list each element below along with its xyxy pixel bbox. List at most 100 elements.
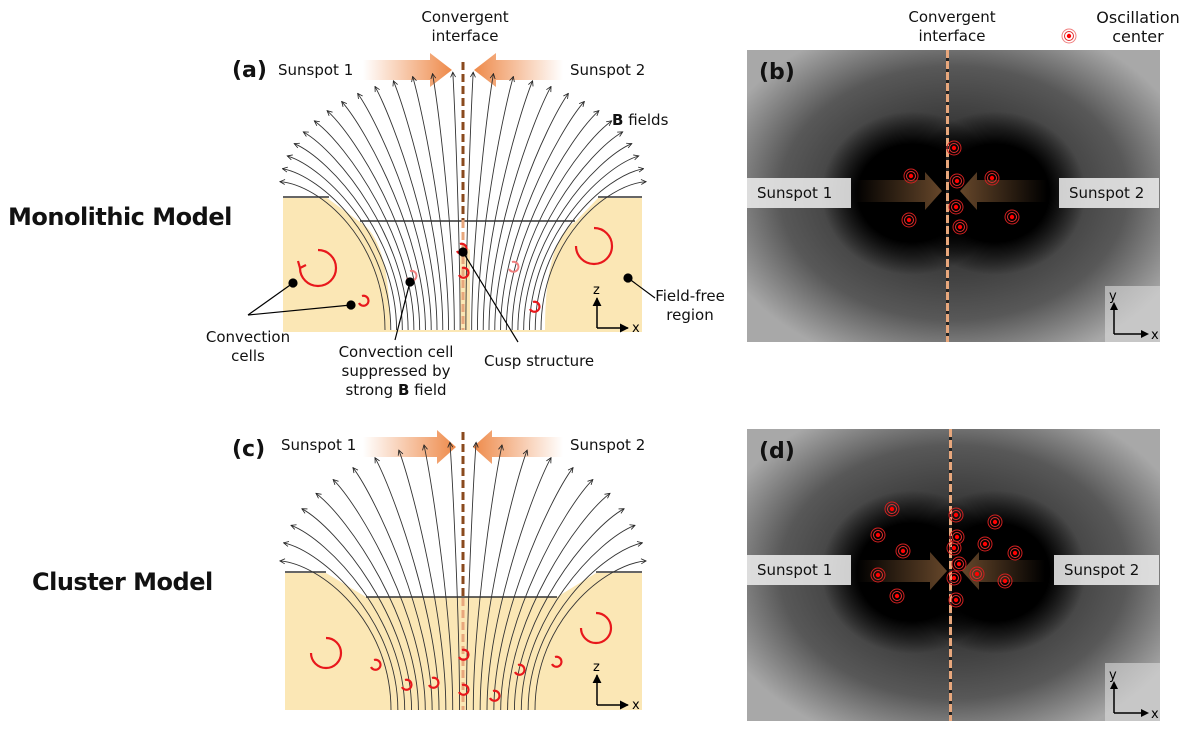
label-line: Convection cell <box>338 343 454 361</box>
interface-line1: Convergent <box>421 8 509 26</box>
field-line <box>413 77 450 331</box>
field-line <box>399 450 447 711</box>
leader-lines <box>247 247 656 343</box>
panel-d-sunspot-image: (d) Sunspot 1 Sunspot 2 y x <box>747 429 1160 721</box>
oscillation-center-icon <box>997 573 1013 589</box>
panel-a-tag: (a) <box>232 58 267 83</box>
oscillation-center-icon <box>949 173 965 189</box>
b-symbol: B <box>612 111 624 129</box>
cluster-model-title: Cluster Model <box>32 568 213 596</box>
oscillation-center-icon <box>951 556 967 572</box>
b-symbol: B <box>397 381 410 399</box>
field-line <box>465 442 476 711</box>
field-line <box>375 458 440 711</box>
oscillation-center-icon <box>884 501 900 517</box>
field-line <box>333 480 426 711</box>
interface-line2: interface <box>431 27 499 45</box>
field-line <box>513 509 624 711</box>
field-line <box>280 561 392 711</box>
field-line <box>511 121 612 331</box>
label-line: suppressed by <box>341 362 451 380</box>
panel-b-interface-label: Convergent interface <box>897 8 1007 46</box>
b-field-lines <box>280 72 646 331</box>
legend-label-line1: Oscillation <box>1096 8 1180 27</box>
label-line: cells <box>231 347 265 365</box>
fields-word: fields <box>623 111 669 129</box>
field-line <box>291 525 406 711</box>
panel-a-axes <box>592 297 629 333</box>
axis-y-label: y <box>1109 289 1117 304</box>
oscillation-center-icon <box>870 527 886 543</box>
field-line <box>287 156 398 331</box>
oscillation-center-icon <box>889 588 905 604</box>
interface-line2: interface <box>918 27 986 45</box>
label-line: region <box>666 306 714 324</box>
convergent-interface-line <box>946 50 949 342</box>
field-line <box>534 561 646 711</box>
sunspot2-arrow <box>473 430 563 464</box>
panel-b-axes: y x <box>1109 289 1159 342</box>
field-line <box>471 74 494 331</box>
oscillation-center-icon <box>969 566 985 582</box>
sunspot2-arrow <box>474 53 563 87</box>
field-line <box>476 77 513 331</box>
b-fields-label: B fields <box>612 111 668 130</box>
panel-b-sunspot2-label: Sunspot 2 <box>1059 178 1159 208</box>
panel-c-diagram: z x <box>0 430 700 713</box>
oscillation-center-icon <box>946 570 962 586</box>
panel-d-axes-box: y x <box>1105 663 1160 721</box>
panel-a-sunspot1-label: Sunspot 1 <box>278 61 354 79</box>
field-line <box>294 144 403 331</box>
label-line: Field-free <box>655 287 725 305</box>
field-line <box>280 182 386 331</box>
oscillation-center-icon <box>903 168 919 184</box>
axis-x-label: x <box>1151 707 1159 721</box>
axis-x-label: x <box>1151 328 1159 342</box>
field-line <box>507 493 610 711</box>
field-line <box>375 86 438 331</box>
field-line <box>488 86 551 331</box>
b-field-lines <box>280 442 646 711</box>
field-line <box>303 132 409 331</box>
field-line <box>316 493 419 711</box>
field-line <box>284 543 399 711</box>
oscillation-center-icon <box>946 540 962 556</box>
field-line <box>424 445 454 711</box>
suppressed-cell-label: Convection cell suppressed by strong B f… <box>326 343 466 400</box>
panel-c-axes <box>592 674 629 710</box>
panel-a-diagram: z x <box>247 53 656 343</box>
panel-d-axes: y x <box>1109 668 1159 721</box>
legend-label-line2: center <box>1112 27 1164 46</box>
field-line <box>520 525 635 711</box>
legend-label: Oscillation center <box>1080 8 1196 46</box>
panel-b-axes-box: y x <box>1105 286 1160 342</box>
axis-z-label: z <box>593 283 600 298</box>
panel-b-sunspot-image: (b) Sunspot 1 Sunspot 2 y x <box>747 50 1160 342</box>
sunspot1-arrow <box>857 552 947 590</box>
field-line <box>540 182 646 331</box>
field-line <box>433 74 455 331</box>
sunspot2-arrow <box>962 552 1045 590</box>
text: field <box>409 381 447 399</box>
field-line <box>327 111 421 331</box>
panel-b-tag: (b) <box>759 60 795 85</box>
label-line: Convection <box>205 328 291 346</box>
sunspot1-arrow <box>363 53 452 87</box>
monolithic-model-title: Monolithic Model <box>8 203 232 231</box>
cusp-structure-label: Cusp structure <box>484 352 595 370</box>
panel-a-sunspot2-label: Sunspot 2 <box>570 61 646 79</box>
field-line <box>494 93 569 331</box>
axis-y-label: y <box>1109 668 1117 683</box>
panel-c-sunspot2-label: Sunspot 2 <box>570 436 646 454</box>
field-line <box>482 81 532 331</box>
field-line <box>527 543 642 711</box>
axis-x-label: x <box>632 698 640 713</box>
field-line <box>453 72 461 331</box>
field-line <box>523 144 632 331</box>
oscillation-center-icon <box>1007 545 1023 561</box>
oscillation-center-icon <box>895 543 911 559</box>
axis-z-label: z <box>593 660 600 675</box>
oscillation-center-icon <box>1004 209 1020 225</box>
oscillation-center-icon <box>901 212 917 228</box>
field-free-region <box>283 198 642 332</box>
